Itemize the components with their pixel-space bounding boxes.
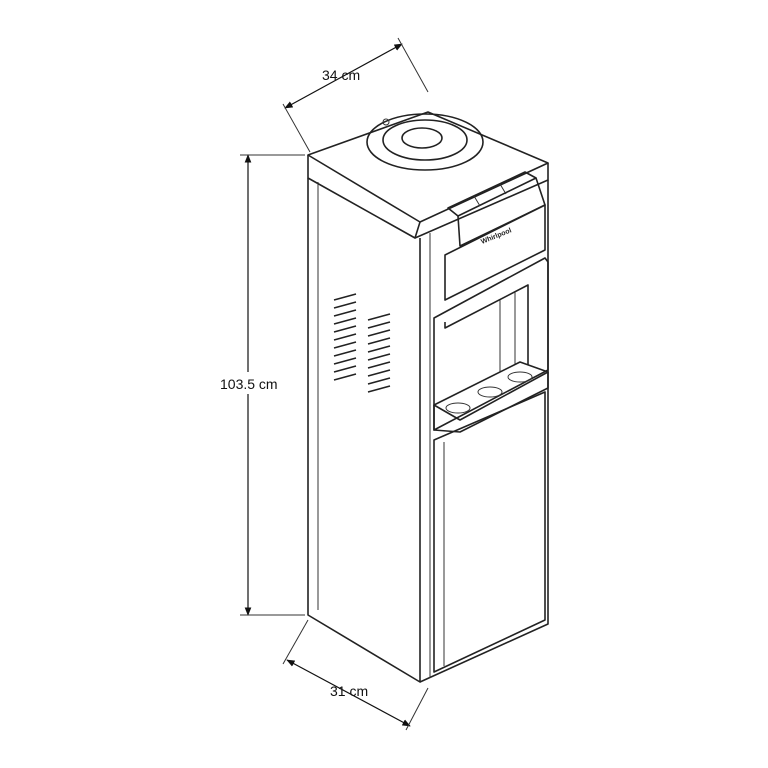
- dispenser-body: Whirlpool: [307, 111, 549, 683]
- vent-grille: [333, 293, 391, 393]
- width-label: 31 cm: [330, 683, 368, 699]
- depth-label: 34 cm: [322, 67, 360, 83]
- drip-tray: [433, 361, 549, 433]
- depth-dimension: 34 cm: [282, 37, 429, 153]
- height-dimension: 103.5 cm: [218, 154, 305, 616]
- cabinet-door: [433, 391, 546, 673]
- height-label: 103.5 cm: [220, 376, 278, 392]
- width-dimension: 31 cm: [282, 619, 429, 731]
